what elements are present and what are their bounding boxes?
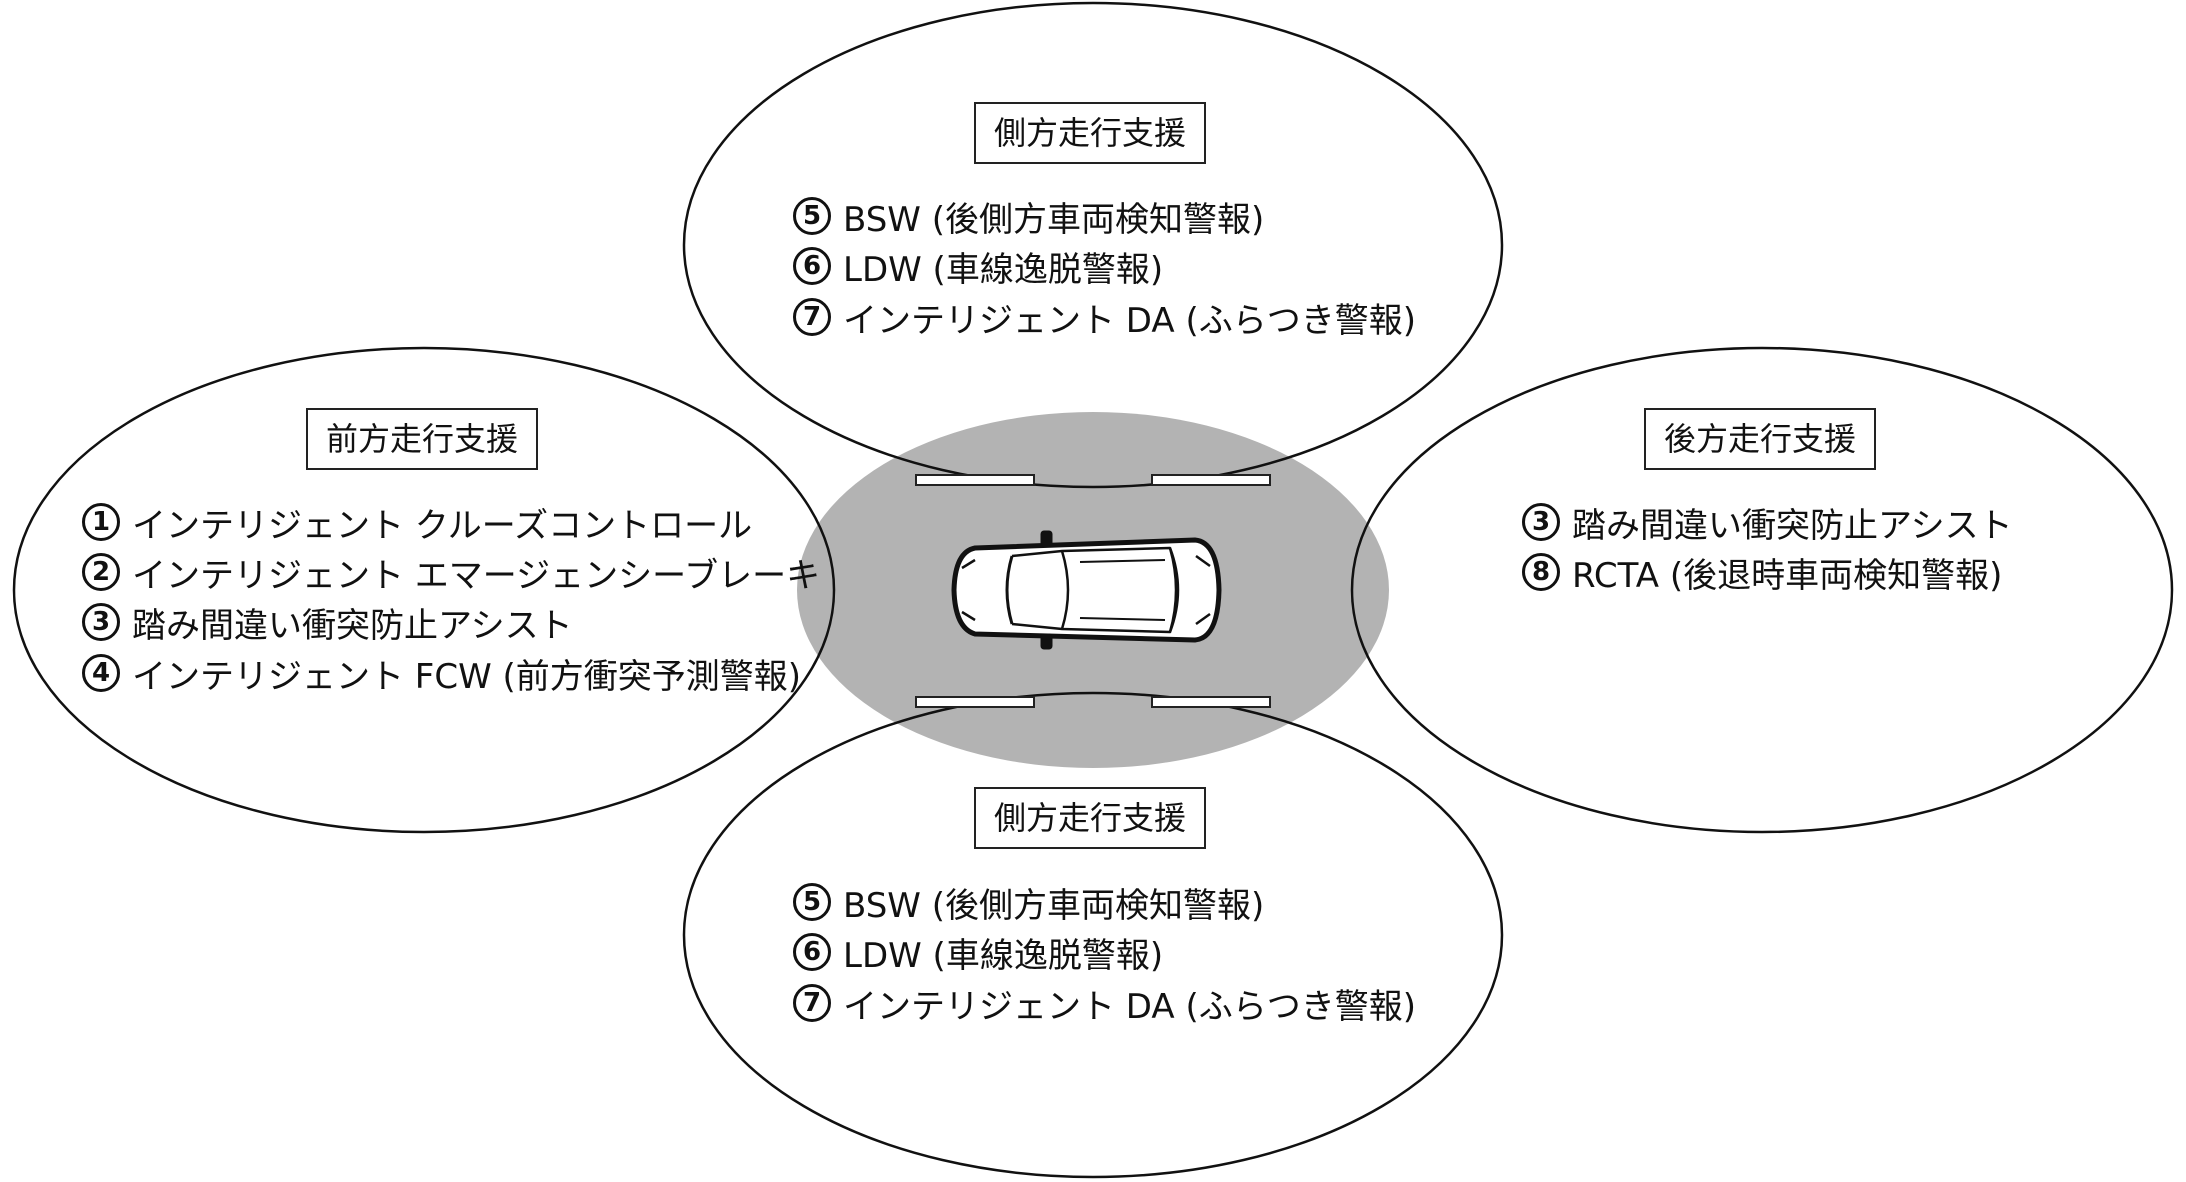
number-3-icon: 3 bbox=[82, 603, 120, 641]
bottom-item-5: 5 BSW (後側方車両検知警報) bbox=[793, 878, 1264, 926]
number-5-icon: 5 bbox=[793, 883, 831, 921]
left-item-4: 4 インテリジェント FCW (前方衝突予測警報) bbox=[82, 649, 801, 697]
right-item-3: 3 踏み間違い衝突防止アシスト bbox=[1522, 498, 2013, 546]
top-item-6: 6 LDW (車線逸脱警報) bbox=[793, 242, 1163, 290]
bottom-ellipse bbox=[682, 691, 1504, 1179]
number-4-icon: 4 bbox=[82, 654, 120, 692]
item-label: LDW (車線逸脱警報) bbox=[843, 249, 1164, 290]
left-item-1: 1 インテリジェント クルーズコントロール bbox=[82, 498, 752, 546]
item-label: BSW (後側方車両検知警報) bbox=[843, 199, 1265, 240]
car-icon bbox=[951, 530, 1222, 650]
left-item-2: 2 インテリジェント エマージェンシーブレーキ bbox=[82, 548, 820, 596]
number-8-icon: 8 bbox=[1522, 553, 1560, 591]
lane-marker bbox=[1151, 474, 1271, 486]
top-item-7: 7 インテリジェント DA (ふらつき警報) bbox=[793, 293, 1416, 341]
left-group-title: 前方走行支援 bbox=[306, 408, 539, 470]
item-label: インテリジェント DA (ふらつき警報) bbox=[843, 300, 1416, 341]
lane-marker bbox=[915, 474, 1035, 486]
right-ellipse bbox=[1350, 346, 2174, 834]
lane-marker bbox=[915, 696, 1035, 708]
right-group-title: 後方走行支援 bbox=[1644, 408, 1877, 470]
top-group-title: 側方走行支援 bbox=[974, 102, 1207, 164]
item-label: インテリジェント エマージェンシーブレーキ bbox=[132, 555, 821, 596]
number-6-icon: 6 bbox=[793, 247, 831, 285]
item-label: BSW (後側方車両検知警報) bbox=[843, 885, 1265, 926]
number-1-icon: 1 bbox=[82, 503, 120, 541]
number-3-icon: 3 bbox=[1522, 503, 1560, 541]
item-label: RCTA (後退時車両検知警報) bbox=[1572, 555, 2003, 596]
bottom-item-7: 7 インテリジェント DA (ふらつき警報) bbox=[793, 979, 1416, 1027]
top-item-5: 5 BSW (後側方車両検知警報) bbox=[793, 192, 1264, 240]
left-ellipse bbox=[12, 346, 836, 834]
right-item-8: 8 RCTA (後退時車両検知警報) bbox=[1522, 548, 2002, 596]
lane-marker bbox=[1151, 696, 1271, 708]
left-item-3: 3 踏み間違い衝突防止アシスト bbox=[82, 598, 573, 646]
item-label: LDW (車線逸脱警報) bbox=[843, 935, 1164, 976]
number-2-icon: 2 bbox=[82, 553, 120, 591]
item-label: インテリジェント DA (ふらつき警報) bbox=[843, 986, 1416, 1027]
number-6-icon: 6 bbox=[793, 933, 831, 971]
number-7-icon: 7 bbox=[793, 984, 831, 1022]
bottom-item-6: 6 LDW (車線逸脱警報) bbox=[793, 928, 1163, 976]
item-label: 踏み間違い衝突防止アシスト bbox=[1572, 505, 2013, 546]
item-label: 踏み間違い衝突防止アシスト bbox=[132, 605, 573, 646]
top-ellipse bbox=[682, 1, 1504, 489]
item-label: インテリジェント FCW (前方衝突予測警報) bbox=[132, 656, 802, 697]
item-label: インテリジェント クルーズコントロール bbox=[132, 505, 753, 546]
bottom-group-title: 側方走行支援 bbox=[974, 787, 1207, 849]
number-7-icon: 7 bbox=[793, 298, 831, 336]
number-5-icon: 5 bbox=[793, 197, 831, 235]
